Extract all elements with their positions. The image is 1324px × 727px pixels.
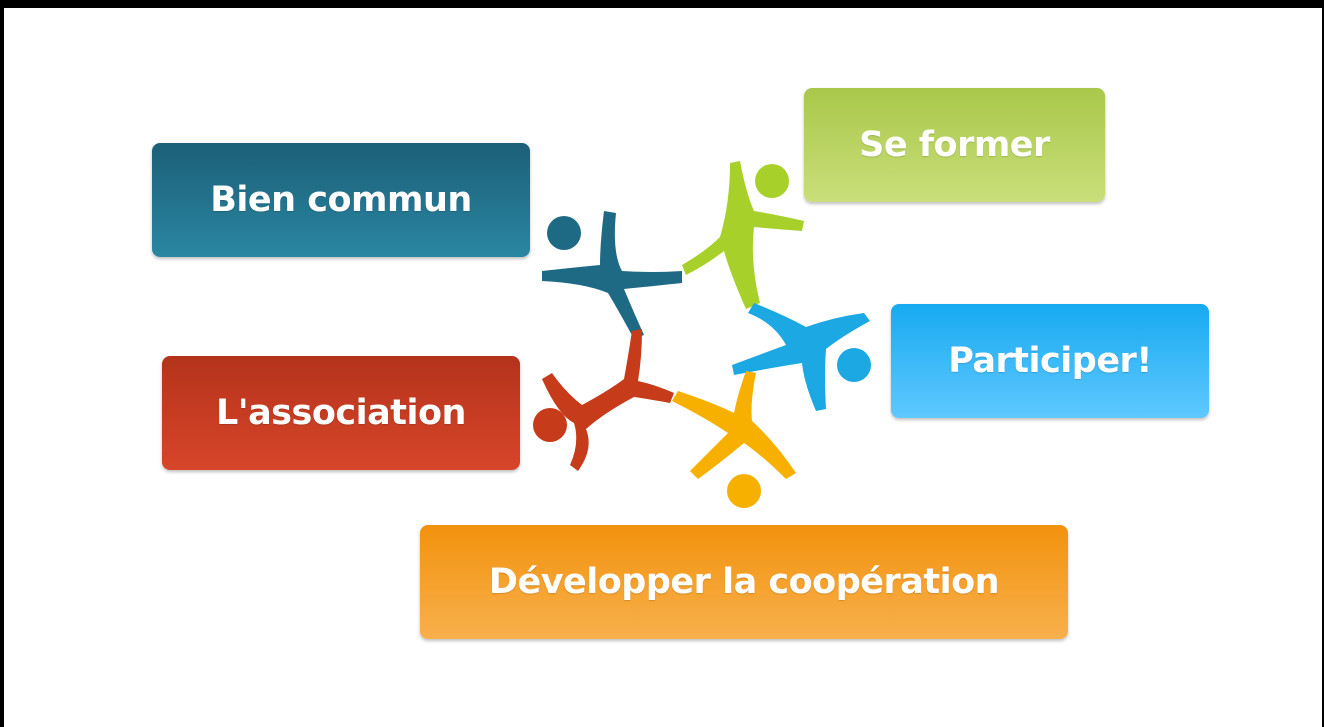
orange-person-icon: [672, 371, 796, 508]
bien-commun-button[interactable]: Bien commun: [152, 143, 530, 257]
cooperation-button[interactable]: Développer la coopération: [420, 525, 1068, 639]
se-former-label: Se former: [859, 125, 1050, 165]
teal-person-icon: [542, 211, 682, 339]
participer-label: Participer!: [948, 341, 1152, 381]
cooperation-label: Développer la coopération: [488, 562, 1000, 602]
people-circle-logo-icon: [533, 161, 871, 508]
participer-button[interactable]: Participer!: [891, 304, 1209, 418]
page-canvas: Bien commun Se former Participer! L'asso…: [4, 8, 1322, 727]
bien-commun-label: Bien commun: [210, 180, 472, 220]
association-button[interactable]: L'association: [162, 356, 520, 470]
association-label: L'association: [216, 393, 466, 433]
se-former-button[interactable]: Se former: [804, 88, 1105, 202]
blue-person-icon: [732, 303, 871, 411]
red-person-icon: [533, 329, 674, 471]
green-person-icon: [682, 161, 804, 309]
